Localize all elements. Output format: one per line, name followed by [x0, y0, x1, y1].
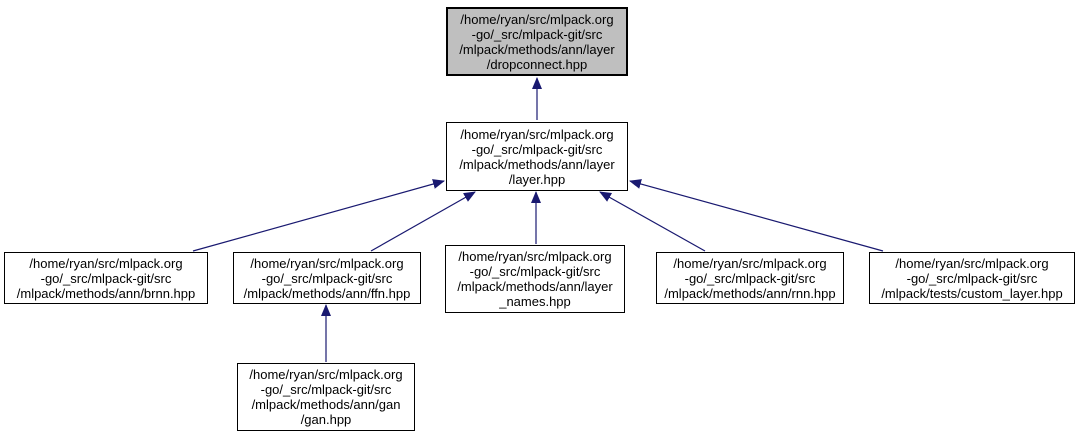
- node-path-line: /mlpack/tests/custom_layer.hpp: [881, 285, 1063, 301]
- node-path-line: _names.hpp: [499, 294, 571, 309]
- edge-ffn-to-layer: [370, 191, 476, 252]
- graph-node-gan-hpp[interactable]: /home/ryan/src/mlpack.org -go/_src/mlpac…: [237, 363, 415, 431]
- node-path-line: /layer.hpp: [508, 171, 566, 187]
- node-path-line: /mlpack/methods/ann/layer: [457, 279, 613, 294]
- node-path-line: /home/ryan/src/mlpack.org: [458, 249, 612, 264]
- edge-brnn-to-layer: [192, 179, 445, 252]
- node-path-line: -go/_src/mlpack-git/src: [260, 382, 392, 397]
- edge-customlayer-to-layer: [629, 179, 884, 252]
- graph-node-layer-hpp[interactable]: /home/ryan/src/mlpack.org -go/_src/mlpac…: [446, 122, 628, 191]
- node-path-line: /home/ryan/src/mlpack.org: [460, 11, 614, 27]
- graph-node-rnn-hpp[interactable]: /home/ryan/src/mlpack.org -go/_src/mlpac…: [656, 252, 844, 304]
- graph-node-brnn-hpp[interactable]: /home/ryan/src/mlpack.org -go/_src/mlpac…: [4, 252, 208, 304]
- node-path-line: /mlpack/methods/ann/layer: [459, 41, 615, 57]
- node-path-line: /mlpack/methods/ann/brnn.hpp: [16, 285, 196, 301]
- graph-node-custom-layer-hpp[interactable]: /home/ryan/src/mlpack.org -go/_src/mlpac…: [869, 252, 1075, 304]
- node-path-line: /mlpack/methods/ann/rnn.hpp: [664, 285, 836, 301]
- node-path-line: /dropconnect.hpp: [486, 56, 588, 72]
- node-path-line: -go/_src/mlpack-git/src: [684, 270, 816, 286]
- graph-node-dropconnect-hpp-current: /home/ryan/src/mlpack.org -go/_src/mlpac…: [446, 7, 628, 76]
- node-path-line: -go/_src/mlpack-git/src: [471, 141, 603, 157]
- node-path-line: -go/_src/mlpack-git/src: [471, 26, 603, 42]
- node-path-line: /home/ryan/src/mlpack.org: [249, 367, 403, 382]
- node-path-line: /home/ryan/src/mlpack.org: [29, 255, 183, 271]
- node-path-line: /home/ryan/src/mlpack.org: [673, 255, 827, 271]
- node-path-line: /gan.hpp: [300, 412, 352, 427]
- graph-node-ffn-hpp[interactable]: /home/ryan/src/mlpack.org -go/_src/mlpac…: [233, 252, 421, 304]
- node-path-line: -go/_src/mlpack-git/src: [906, 270, 1038, 286]
- node-path-line: -go/_src/mlpack-git/src: [469, 264, 601, 279]
- graph-node-layer-names-hpp[interactable]: /home/ryan/src/mlpack.org -go/_src/mlpac…: [445, 245, 625, 313]
- edge-rnn-to-layer: [599, 191, 706, 252]
- node-path-line: /home/ryan/src/mlpack.org: [895, 255, 1049, 271]
- node-path-line: /mlpack/methods/ann/gan: [251, 397, 401, 412]
- node-path-line: /home/ryan/src/mlpack.org: [250, 255, 404, 271]
- node-path-line: -go/_src/mlpack-git/src: [261, 270, 393, 286]
- node-path-line: /home/ryan/src/mlpack.org: [460, 126, 614, 142]
- node-path-line: /mlpack/methods/ann/ffn.hpp: [243, 285, 411, 301]
- node-path-line: -go/_src/mlpack-git/src: [40, 270, 172, 286]
- node-path-line: /mlpack/methods/ann/layer: [459, 156, 615, 172]
